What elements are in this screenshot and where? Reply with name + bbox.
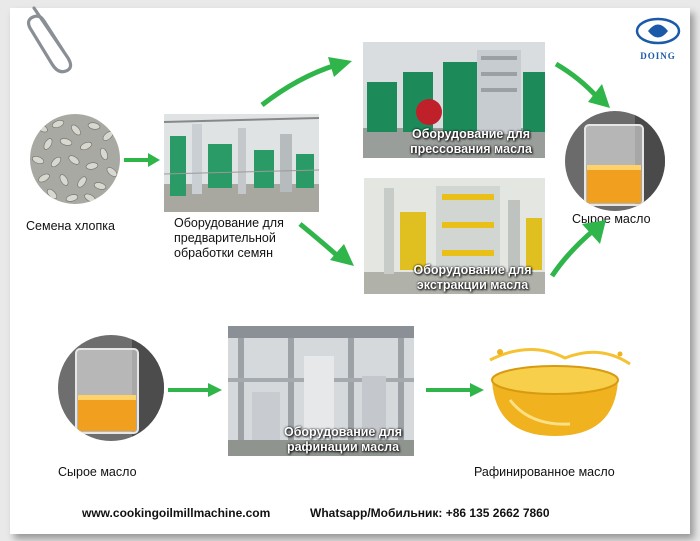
arrow-refining-to-refined-icon [426, 383, 484, 397]
arrow-seeds-to-pretreat-icon [124, 153, 160, 167]
pretreatment-equipment-image [164, 114, 319, 212]
arrow-pretreat-to-pressing-icon [260, 57, 352, 107]
arrow-extraction-to-crude-icon [549, 220, 606, 278]
arrow-pretreat-to-extraction-icon [298, 222, 354, 266]
crude-oil-top-image [565, 111, 665, 211]
paperclip-icon [26, 6, 73, 74]
pretreatment-label: Оборудование для предварительной обработ… [174, 216, 284, 260]
doing-logo-mark-icon [635, 17, 681, 45]
pressing-caption: Оборудование для прессования масла [410, 127, 532, 156]
doing-logo-text: DOING [640, 51, 676, 61]
refining-equipment-image: Оборудование для рафинации масла [228, 326, 414, 456]
crude-oil-bottom-label: Сырое масло [58, 465, 137, 479]
doing-logo: DOING [634, 16, 682, 61]
cotton-seeds-image [30, 114, 120, 204]
footer-contact: Whatsapp/Мобильник: +86 135 2662 7860 [310, 506, 550, 520]
refined-oil-image [470, 340, 640, 440]
crude-oil-bottom-image [58, 335, 164, 441]
arrow-crude-to-refining-icon [168, 383, 222, 397]
extraction-caption: Оборудование для экстракции масла [413, 263, 532, 292]
refined-oil-label: Рафинированное масло [474, 465, 615, 479]
cotton-seeds-label: Семена хлопка [26, 219, 115, 233]
pressing-equipment-image: Оборудование для прессования масла [363, 42, 545, 158]
refining-caption: Оборудование для рафинации масла [283, 425, 403, 454]
footer-website: www.cookingoilmillmachine.com [82, 506, 271, 520]
extraction-equipment-image: Оборудование для экстракции масла [364, 178, 545, 294]
arrow-pressing-to-crude-icon [554, 61, 610, 108]
